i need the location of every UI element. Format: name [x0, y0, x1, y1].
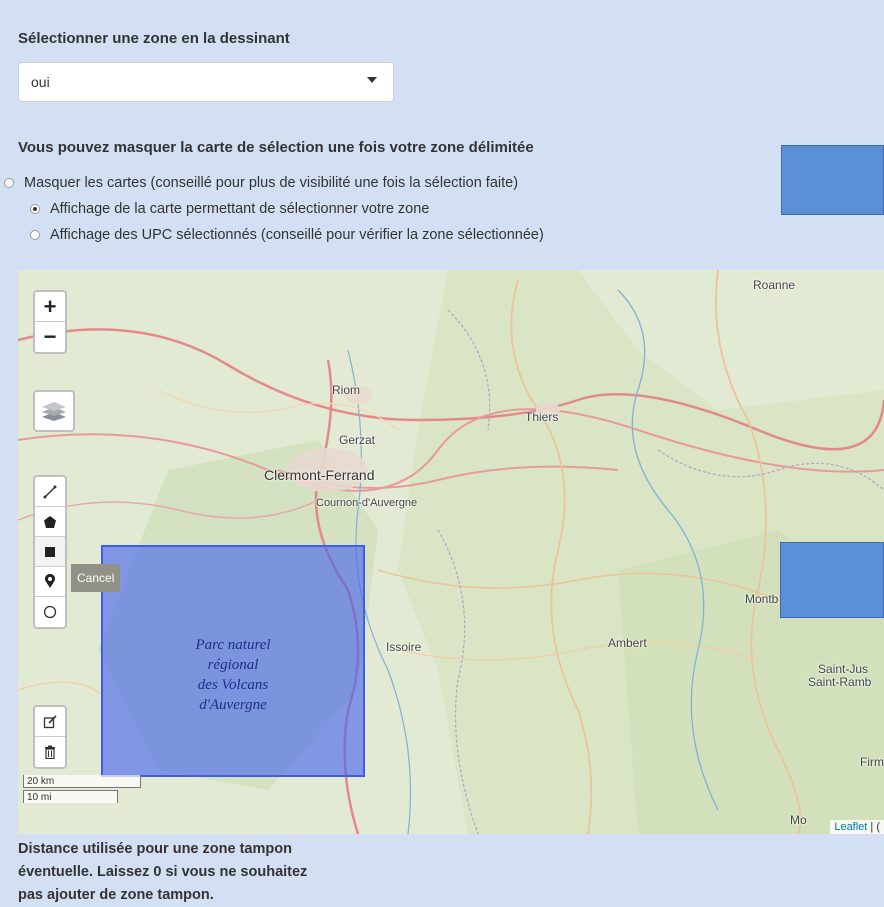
- park-label-line: des Volcans: [197, 677, 269, 693]
- draw-polygon-icon: [44, 515, 56, 528]
- map-label-saint-just: Saint-Jus: [818, 662, 869, 676]
- scale-mi: 10 mi: [23, 790, 118, 803]
- map-label-roanne: Roanne: [753, 278, 796, 292]
- radio-option-show-upc[interactable]: Affichage des UPC sélectionnés (conseill…: [30, 227, 544, 243]
- zoom-out-button[interactable]: −: [43, 324, 57, 349]
- radio-button[interactable]: [30, 230, 40, 240]
- draw-marker-button[interactable]: [35, 567, 65, 597]
- map-label-firminy: Firm: [860, 755, 884, 769]
- map-container[interactable]: Roanne Riom Thiers Gerzat Clermont-Ferra…: [18, 270, 884, 834]
- draw-polyline-icon: [43, 485, 57, 498]
- map-label-mo: Mo: [790, 813, 807, 827]
- draw-polyline-button[interactable]: [35, 477, 65, 507]
- edit-toolbar: [33, 705, 67, 769]
- radio-option-label: Masquer les cartes (conseillé pour plus …: [24, 175, 519, 191]
- draw-circle-icon: [43, 605, 57, 619]
- map-attribution: Leaflet | (: [830, 820, 884, 834]
- map-label-saint-rambert: Saint-Ramb: [808, 675, 872, 689]
- buffer-distance-label: Distance utilisée pour une zone tampon é…: [18, 838, 398, 907]
- radio-option-label: Affichage de la carte permettant de séle…: [50, 201, 430, 217]
- map-label-thiers: Thiers: [525, 410, 559, 424]
- draw-zone-select-value: oui: [31, 74, 50, 90]
- map-label-gerzat: Gerzat: [339, 433, 376, 447]
- radio-button-checked[interactable]: [30, 204, 40, 214]
- mask-map-label: Vous pouvez masquer la carte de sélectio…: [18, 139, 534, 156]
- radio-button[interactable]: [4, 178, 14, 188]
- edit-layers-icon: [43, 714, 57, 728]
- map-label-riom: Riom: [332, 383, 361, 397]
- draw-toolbar: [33, 475, 67, 629]
- chevron-down-icon: [367, 77, 377, 83]
- buffer-label-line: pas ajouter de zone tampon.: [18, 887, 214, 903]
- layers-icon: [42, 402, 66, 421]
- park-label-line: Parc naturel: [195, 637, 271, 653]
- draw-rectangle-button[interactable]: [35, 537, 65, 567]
- leaflet-link[interactable]: Leaflet: [834, 821, 868, 833]
- map-label-montbrison: Montb: [745, 592, 779, 606]
- radio-option-hide-maps[interactable]: Masquer les cartes (conseillé pour plus …: [4, 175, 518, 191]
- park-label: Parc naturel régional des Volcans d'Auve…: [103, 635, 363, 715]
- park-label-line: régional: [207, 657, 259, 673]
- map-label-cournon: Cournon-d'Auvergne: [316, 497, 418, 509]
- overlay-box-top: [781, 145, 884, 215]
- trash-icon: [45, 745, 55, 759]
- map-label-issoire: Issoire: [386, 640, 422, 654]
- drawn-rectangle-zone[interactable]: Parc naturel régional des Volcans d'Auve…: [101, 545, 365, 777]
- layers-control-button[interactable]: [33, 390, 75, 432]
- scale-km: 20 km: [23, 775, 141, 788]
- zoom-control: + −: [33, 290, 67, 354]
- buffer-label-line: éventuelle. Laissez 0 si vous ne souhait…: [18, 864, 308, 880]
- delete-layers-button[interactable]: [35, 737, 65, 767]
- overlay-box-middle: [780, 542, 884, 618]
- draw-marker-icon: [45, 574, 55, 588]
- attribution-text: | (: [867, 821, 880, 833]
- park-label-line: d'Auvergne: [199, 697, 267, 713]
- map-tiles: [18, 270, 884, 834]
- radio-option-show-selection-map[interactable]: Affichage de la carte permettant de séle…: [30, 201, 429, 217]
- draw-zone-select[interactable]: oui: [18, 62, 394, 102]
- draw-rectangle-icon: [45, 546, 55, 557]
- map-label-ambert: Ambert: [608, 636, 647, 650]
- zoom-in-button[interactable]: +: [35, 292, 65, 322]
- buffer-label-line: Distance utilisée pour une zone tampon: [18, 841, 292, 857]
- draw-circle-button[interactable]: [35, 597, 65, 627]
- draw-zone-label: Sélectionner une zone en la dessinant: [18, 30, 290, 47]
- map-label-clermont-ferrand: Clermont-Ferrand: [264, 467, 375, 483]
- edit-layers-button[interactable]: [35, 707, 65, 737]
- radio-option-label: Affichage des UPC sélectionnés (conseill…: [50, 227, 544, 243]
- cancel-draw-button[interactable]: Cancel: [71, 564, 121, 592]
- draw-polygon-button[interactable]: [35, 507, 65, 537]
